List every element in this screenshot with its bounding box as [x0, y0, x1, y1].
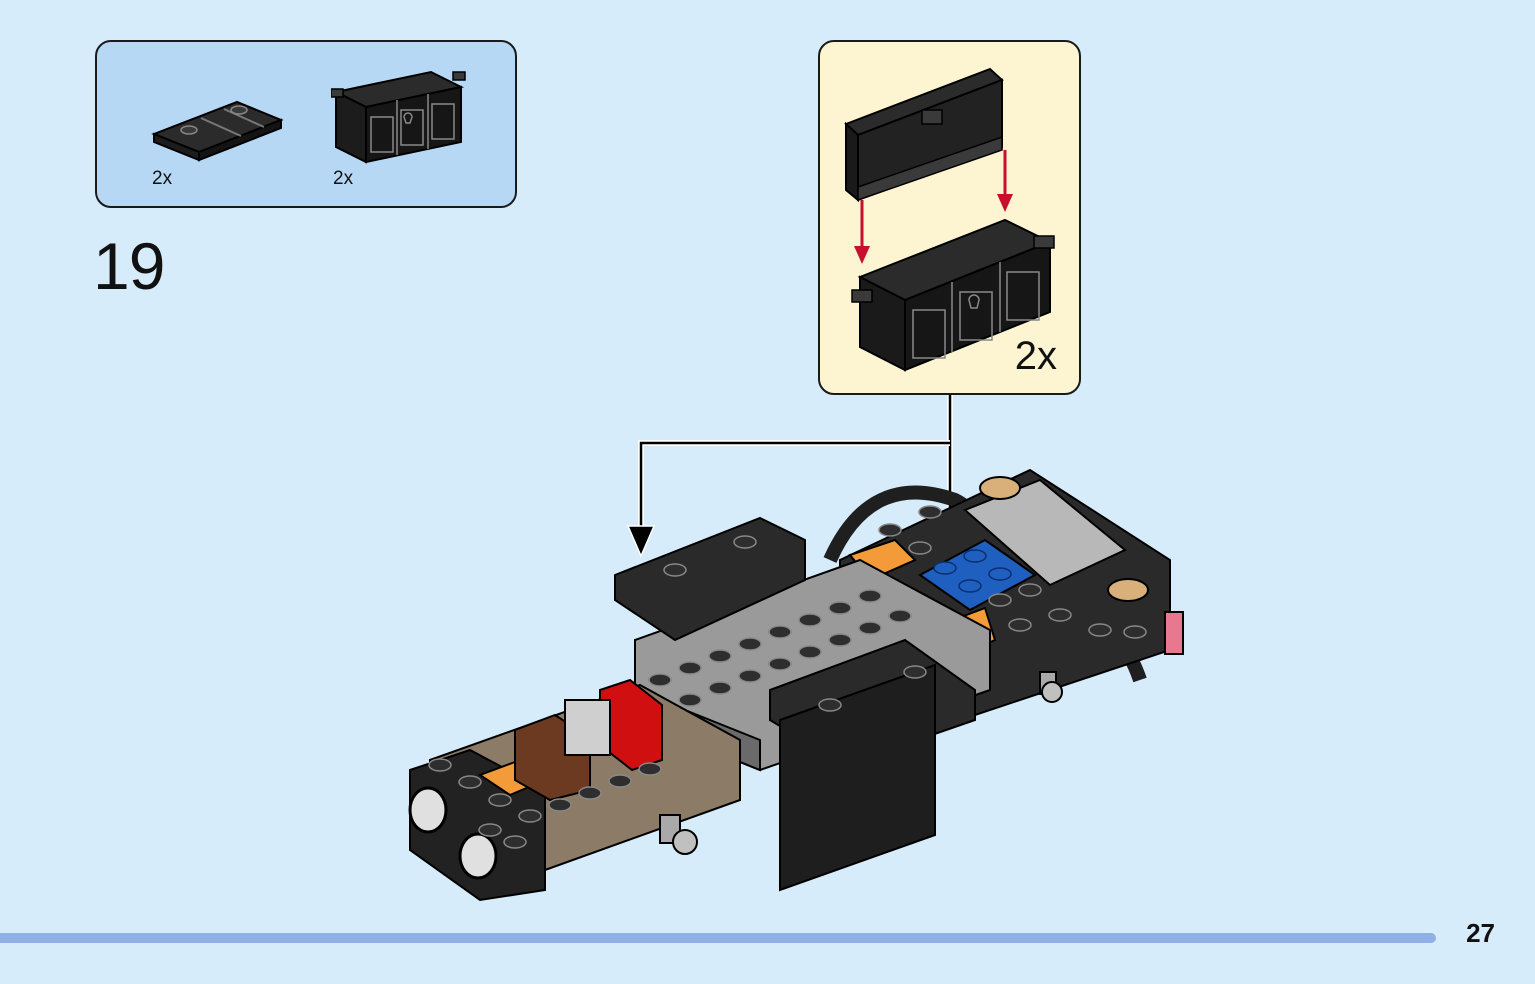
headlight-1	[408, 786, 448, 834]
vehicle-model-illustration	[408, 395, 1184, 902]
parts-list-box: 2x 2x	[95, 40, 517, 208]
subassembly-quantity: 2x	[1014, 334, 1057, 378]
part-quantity-chest: 2x	[333, 168, 354, 189]
treasure-chest-assembly-icon	[844, 67, 1055, 372]
studs	[428, 505, 1147, 849]
page-number: 27	[1466, 918, 1495, 948]
tan-round-tile-1	[979, 476, 1021, 500]
headlight-2	[458, 832, 498, 880]
engine-block	[564, 699, 611, 756]
step-number: 19	[93, 229, 165, 303]
subassembly-box: 2x	[818, 40, 1081, 395]
blue-studs	[933, 549, 1012, 593]
page-progress-bar	[0, 933, 1436, 943]
mudguard-front	[614, 516, 806, 642]
blue-plate	[918, 538, 1037, 612]
axle-pin-front	[659, 814, 698, 855]
axle-pin-rear	[1039, 671, 1063, 703]
pink-light	[1164, 611, 1184, 655]
tan-round-tile-2	[1107, 578, 1149, 602]
part-quantity-plate: 2x	[152, 168, 173, 189]
plate-with-studs-icon	[151, 100, 284, 162]
chassis-side-box	[779, 663, 936, 892]
treasure-chest-base-icon	[331, 70, 466, 164]
